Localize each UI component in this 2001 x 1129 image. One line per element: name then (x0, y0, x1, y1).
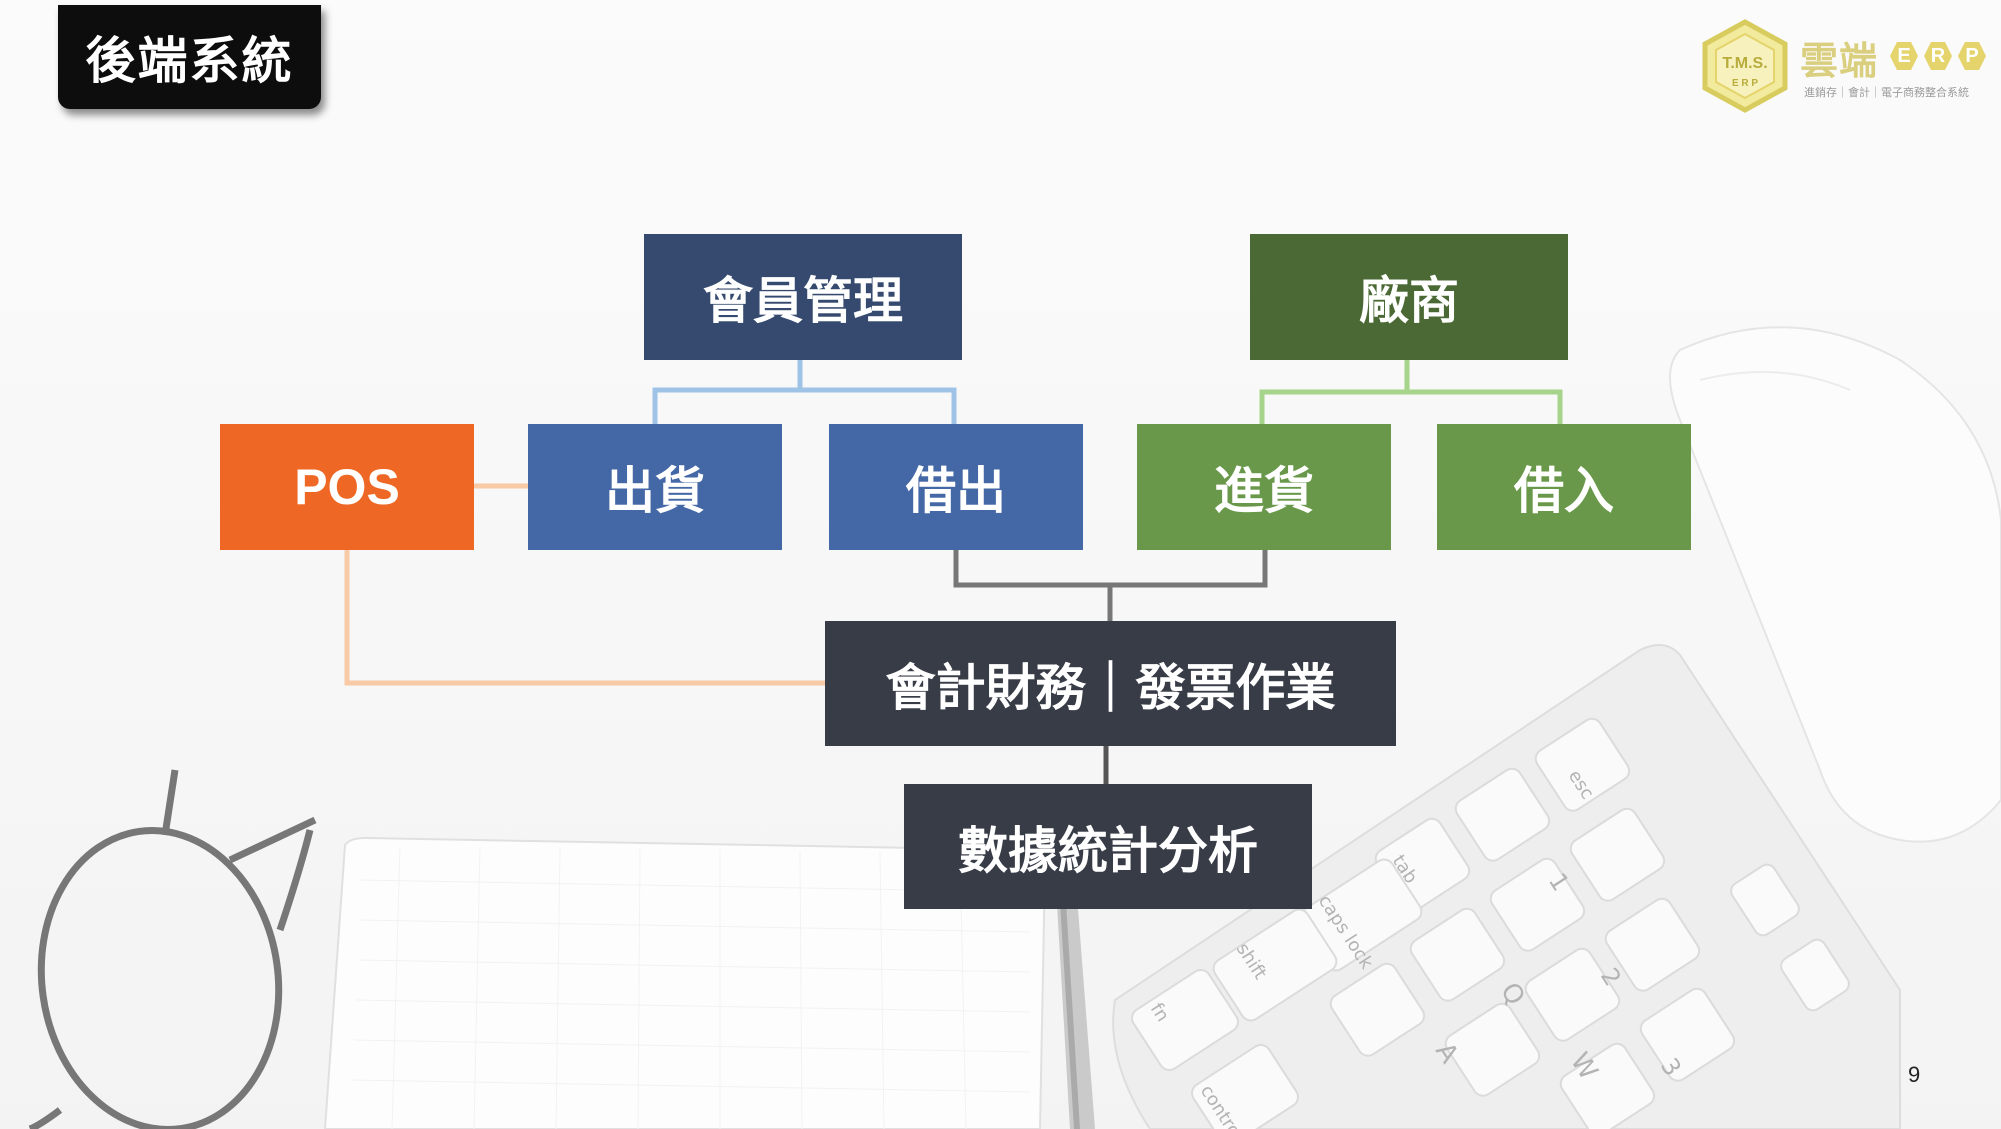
node-member-management: 會員管理 (644, 234, 962, 360)
logo-tagline: 進銷存｜會計｜電子商務整合系統 (1804, 86, 1969, 99)
logo-badge-sub: E R P (1732, 78, 1758, 89)
node-accounting-invoice: 會計財務｜發票作業 (825, 621, 1396, 746)
slide-title: 後端系統 (58, 5, 321, 109)
logo-letter-r: R (1924, 42, 1952, 70)
company-logo: T.M.S. E R P 雲端 E R P 進銷存｜會計｜電子商務整合系統 (1700, 18, 1990, 118)
logo-name: 雲端 (1800, 39, 1879, 83)
logo-letter-p: P (1958, 42, 1986, 70)
node-pos: POS (220, 424, 474, 550)
logo-badge-text: T.M.S. (1722, 55, 1767, 72)
page-number: 9 (1908, 1062, 1921, 1087)
node-borrow-in: 借入 (1437, 424, 1691, 550)
logo-letter-e: E (1890, 42, 1918, 70)
hexagon-logo-icon: T.M.S. E R P (1702, 19, 1788, 113)
notebook-icon (323, 836, 1047, 1129)
node-lend-out: 借出 (829, 424, 1083, 550)
node-vendor: 廠商 (1250, 234, 1568, 360)
keyboard-icon: esc tab caps lock shift fn control Q A W… (1112, 644, 1901, 1129)
node-shipping: 出貨 (528, 424, 782, 550)
node-data-analytics: 數據統計分析 (904, 784, 1312, 909)
node-purchase: 進貨 (1137, 424, 1391, 550)
pen-icon (1055, 870, 1095, 1129)
logo-erp-letters: E R P (1890, 42, 1986, 70)
